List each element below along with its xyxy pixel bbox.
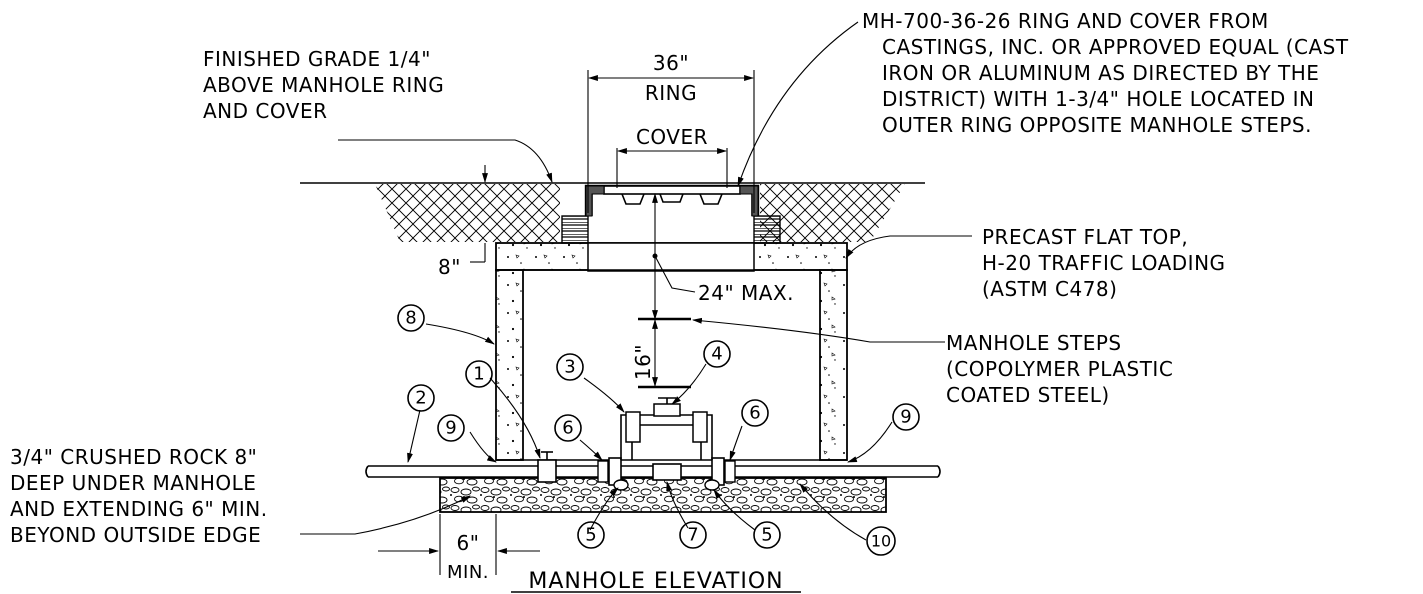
callout-6a: 6 — [554, 414, 582, 442]
svg-text:3/4" CRUSHED ROCK 8": 3/4" CRUSHED ROCK 8" — [10, 445, 257, 469]
leader-finished-grade — [338, 139, 553, 183]
step-spacing-label: 16" — [631, 344, 655, 380]
leader-steps — [692, 317, 945, 343]
ring-and-cover — [584, 184, 760, 217]
leader-c9a — [469, 431, 497, 463]
leader-crushed-rock — [300, 495, 471, 535]
svg-text:MANHOLE STEPS: MANHOLE STEPS — [946, 331, 1122, 355]
callout-1: 1 — [465, 360, 493, 388]
soil-right — [760, 184, 905, 242]
coupling-left — [597, 457, 622, 486]
svg-text:ABOVE MANHOLE RING: ABOVE MANHOLE RING — [203, 73, 444, 97]
callout-9b: 9 — [892, 403, 920, 431]
svg-text:OUTER RING OPPOSITE MANHOLE ST: OUTER RING OPPOSITE MANHOLE STEPS. — [882, 113, 1312, 137]
svg-text:4: 4 — [711, 344, 722, 365]
svg-text:DISTRICT) WITH 1-3/4" HOLE LOC: DISTRICT) WITH 1-3/4" HOLE LOCATED IN — [882, 87, 1314, 111]
callout-10: 10 — [866, 526, 896, 556]
svg-text:PRECAST FLAT TOP,: PRECAST FLAT TOP, — [982, 225, 1188, 249]
note-finished-grade: FINISHED GRADE 1/4" ABOVE MANHOLE RING A… — [203, 47, 444, 123]
callout-8: 8 — [397, 304, 425, 332]
svg-text:1: 1 — [473, 364, 484, 385]
leader-c1 — [489, 377, 541, 459]
svg-text:6: 6 — [562, 418, 573, 439]
grade-ring-left — [561, 215, 589, 244]
svg-text:FINISHED GRADE 1/4": FINISHED GRADE 1/4" — [203, 47, 431, 71]
rock-extension-value: 6" — [457, 531, 480, 555]
leader-c10 — [799, 483, 867, 541]
leader-c2 — [407, 409, 421, 463]
callout-4: 4 — [703, 340, 731, 368]
leader-c8 — [425, 323, 495, 345]
callout-2: 2 — [407, 384, 435, 412]
leader-c5a — [589, 487, 619, 531]
leader-c6b — [729, 425, 743, 461]
svg-text:3: 3 — [564, 357, 575, 378]
svg-text:5: 5 — [585, 525, 596, 546]
svg-text:DEEP UNDER MANHOLE: DEEP UNDER MANHOLE — [10, 471, 256, 495]
svg-text:6: 6 — [749, 403, 760, 424]
slab-thickness-label: 8" — [438, 255, 461, 279]
svg-text:AND EXTENDING 6" MIN.: AND EXTENDING 6" MIN. — [10, 497, 268, 521]
ring-dimension-value: 36" — [653, 51, 689, 75]
crushed-rock-base — [439, 477, 887, 513]
callout-3: 3 — [556, 353, 584, 381]
leader-precast-top — [845, 235, 972, 259]
note-manhole-steps: MANHOLE STEPS (COPOLYMER PLASTIC COATED … — [946, 331, 1173, 407]
svg-text:8: 8 — [405, 308, 416, 329]
callout-5b: 5 — [753, 521, 781, 549]
svg-text:CASTINGS, INC. OR APPROVED EQU: CASTINGS, INC. OR APPROVED EQUAL (CAST — [882, 35, 1349, 59]
svg-text:9: 9 — [900, 407, 911, 428]
callout-7: 7 — [679, 521, 707, 549]
svg-text:(COPOLYMER PLASTIC: (COPOLYMER PLASTIC — [946, 357, 1173, 381]
svg-text:BEYOND OUTSIDE EDGE: BEYOND OUTSIDE EDGE — [10, 523, 261, 547]
leader-c5b — [713, 489, 756, 531]
svg-text:MH-700-36-26 RING AND COVER FR: MH-700-36-26 RING AND COVER FROM — [862, 9, 1269, 33]
leader-c4 — [671, 363, 707, 405]
svg-text:AND COVER: AND COVER — [203, 99, 327, 123]
meter-assembly — [613, 397, 720, 491]
inlet-valve — [537, 451, 557, 483]
svg-text:(ASTM C478): (ASTM C478) — [982, 277, 1117, 301]
callout-6b: 6 — [741, 399, 769, 427]
svg-text:H-20 TRAFFIC LOADING: H-20 TRAFFIC LOADING — [982, 251, 1226, 275]
svg-text:COATED STEEL): COATED STEEL) — [946, 383, 1110, 407]
slab-opening — [587, 242, 755, 272]
svg-text:IRON OR ALUMINUM AS DIRECTED B: IRON OR ALUMINUM AS DIRECTED BY THE — [882, 61, 1319, 85]
coupling-right — [711, 457, 736, 486]
cover-dimension-label: COVER — [636, 125, 708, 149]
leader-c6a — [579, 439, 603, 461]
manhole-wall-right — [819, 269, 848, 461]
drawing-title: MANHOLE ELEVATION — [528, 569, 783, 594]
leader-c3 — [583, 377, 625, 413]
rock-extension-label: MIN. — [447, 562, 489, 583]
manhole-wall-left — [495, 269, 524, 461]
note-precast-top: PRECAST FLAT TOP, H-20 TRAFFIC LOADING (… — [982, 225, 1226, 301]
note-crushed-rock: 3/4" CRUSHED ROCK 8" DEEP UNDER MANHOLE … — [10, 445, 268, 547]
svg-text:7: 7 — [687, 525, 698, 546]
grade-ring-right — [753, 215, 781, 244]
svg-text:10: 10 — [871, 532, 891, 551]
leader-ring-cover — [737, 21, 859, 187]
svg-text:2: 2 — [415, 388, 426, 409]
note-ring-cover: MH-700-36-26 RING AND COVER FROM CASTING… — [862, 9, 1349, 137]
ring-dimension-label: RING — [645, 81, 697, 105]
callout-5a: 5 — [577, 521, 605, 549]
svg-text:9: 9 — [445, 418, 456, 439]
soil-left — [375, 184, 560, 242]
svg-text:5: 5 — [761, 525, 772, 546]
max-depth-label: 24" MAX. — [698, 281, 794, 305]
leader-c9b — [847, 421, 893, 463]
callout-9a: 9 — [437, 414, 465, 442]
